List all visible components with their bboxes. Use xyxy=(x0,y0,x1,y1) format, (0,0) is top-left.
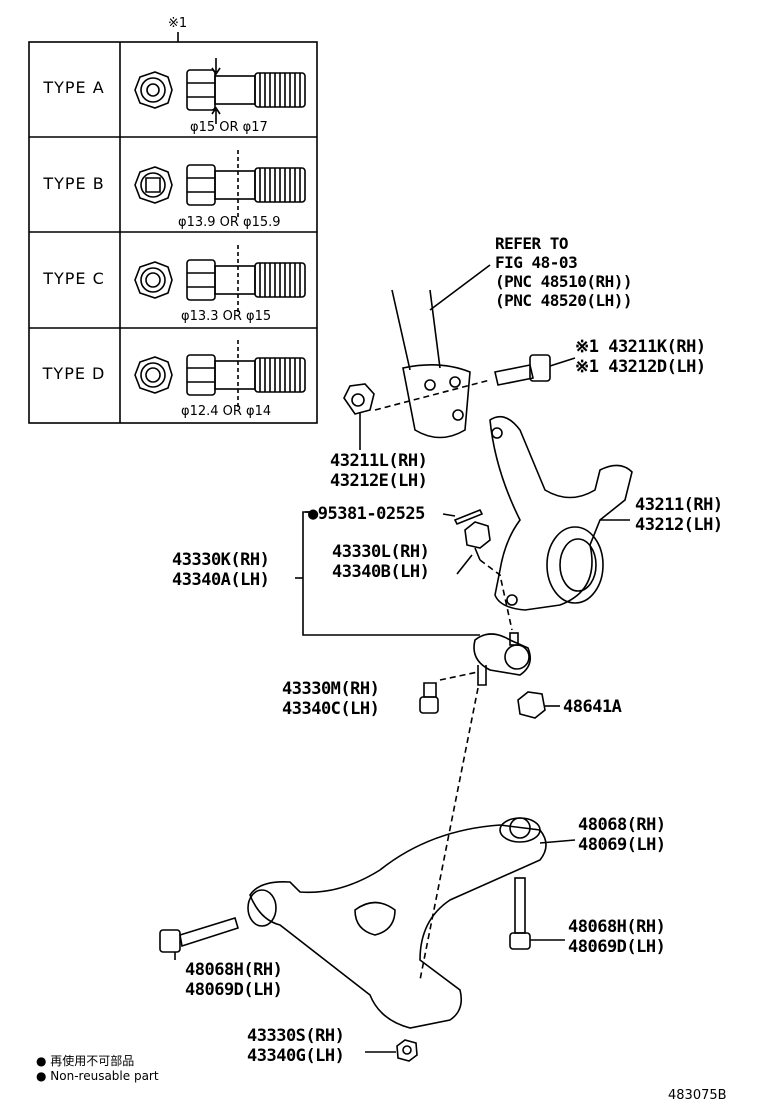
part-43211l-rh: 43211L(RH) xyxy=(330,451,428,471)
type-d-dimension: φ12.4 OR φ14 xyxy=(181,404,272,419)
part-48068h-rh-left: 48068H(RH) xyxy=(185,960,283,980)
lower-control-arm-drawing xyxy=(247,817,576,1029)
type-a-dimension: φ15 OR φ17 xyxy=(190,120,268,135)
part-48069-lh: 48069(LH) xyxy=(578,835,666,855)
type-b-dimension: φ13.9 OR φ15.9 xyxy=(178,215,281,230)
nut-48641a-drawing xyxy=(517,691,560,719)
part-48068h-rh-right: 48068H(RH) xyxy=(568,917,666,937)
figure-id: 483075B xyxy=(668,1088,727,1103)
part-43330k-rh: 43330K(RH) xyxy=(172,550,270,570)
part-43330s-rh: 43330S(RH) xyxy=(247,1026,345,1046)
refer-note: REFER TO FIG 48-03 (PNC 48510(RH)) (PNC … xyxy=(495,234,633,310)
bolt-43330m-drawing xyxy=(419,671,479,714)
label-43330l: 43330L(RH) 43340B(LH) xyxy=(332,542,430,582)
refer-line-3: (PNC 48510(RH)) xyxy=(495,272,633,291)
nut-43330s-drawing xyxy=(365,1039,418,1062)
type-d-label: TYPE D xyxy=(42,364,106,383)
bolt-type-c-drawing xyxy=(134,245,306,313)
label-48068: 48068(RH) 48069(LH) xyxy=(578,815,666,855)
legend-en: ● Non-reusable part xyxy=(36,1069,159,1083)
nut-43211l-drawing xyxy=(343,383,375,450)
part-43211-rh: 43211(RH) xyxy=(635,495,723,515)
part-43330l-rh: 43330L(RH) xyxy=(332,542,430,562)
part-43340g-lh: 43340G(LH) xyxy=(247,1046,345,1066)
part-43212d-lh: ※1 43212D(LH) xyxy=(575,357,706,377)
label-95381: ●95381-02525 xyxy=(308,504,425,524)
ball-joint-bracket xyxy=(295,511,480,636)
label-48641a: 48641A xyxy=(563,697,622,717)
refer-line-4: (PNC 48520(LH)) xyxy=(495,291,633,310)
note-mark: ※1 xyxy=(168,16,188,31)
part-43340c-lh: 43340C(LH) xyxy=(282,699,380,719)
bolt-type-b-drawing xyxy=(134,150,306,218)
legend: ● 再使用不可部品 ● Non-reusable part xyxy=(36,1052,159,1083)
strut-drawing xyxy=(391,264,491,439)
label-43211k: ※1 43211K(RH) ※1 43212D(LH) xyxy=(575,337,706,377)
bolt-type-table xyxy=(28,32,318,424)
refer-line-1: REFER TO xyxy=(495,234,569,253)
type-c-label: TYPE C xyxy=(43,269,105,288)
label-43330s: 43330S(RH) 43340G(LH) xyxy=(247,1026,345,1066)
bolt-type-d-drawing xyxy=(134,340,306,408)
part-43330m-rh: 43330M(RH) xyxy=(282,679,380,699)
part-43340a-lh: 43340A(LH) xyxy=(172,570,270,590)
bolt-48068h-left-drawing xyxy=(159,916,239,960)
type-b-label: TYPE B xyxy=(43,174,105,193)
label-43330k: 43330K(RH) 43340A(LH) xyxy=(172,550,270,590)
label-43211: 43211(RH) 43212(LH) xyxy=(635,495,723,535)
type-a-label: TYPE A xyxy=(43,78,105,97)
upper-bolt-drawing xyxy=(374,354,576,411)
label-43330m: 43330M(RH) 43340C(LH) xyxy=(282,679,380,719)
part-43340b-lh: 43340B(LH) xyxy=(332,562,430,582)
refer-line-2: FIG 48-03 xyxy=(495,253,578,272)
part-43211k-rh: ※1 43211K(RH) xyxy=(575,337,706,357)
bolt-48068h-right-drawing xyxy=(509,877,565,950)
part-43212-lh: 43212(LH) xyxy=(635,515,723,535)
label-48068h-right: 48068H(RH) 48069D(LH) xyxy=(568,917,666,957)
part-43212e-lh: 43212E(LH) xyxy=(330,471,428,491)
part-48068-rh: 48068(RH) xyxy=(578,815,666,835)
legend-jp: ● 再使用不可部品 xyxy=(36,1054,135,1068)
label-48068h-left: 48068H(RH) 48069D(LH) xyxy=(185,960,283,1000)
cotter-and-nut-drawing xyxy=(442,508,513,631)
part-48069d-lh-left: 48069D(LH) xyxy=(185,980,283,1000)
part-48069d-lh-right: 48069D(LH) xyxy=(568,937,666,957)
bolt-type-a-drawing xyxy=(134,58,306,124)
steering-knuckle-drawing xyxy=(489,415,633,611)
ball-joint-drawing xyxy=(473,632,531,686)
type-c-dimension: φ13.3 OR φ15 xyxy=(181,309,272,324)
label-43211l: 43211L(RH) 43212E(LH) xyxy=(330,451,428,491)
